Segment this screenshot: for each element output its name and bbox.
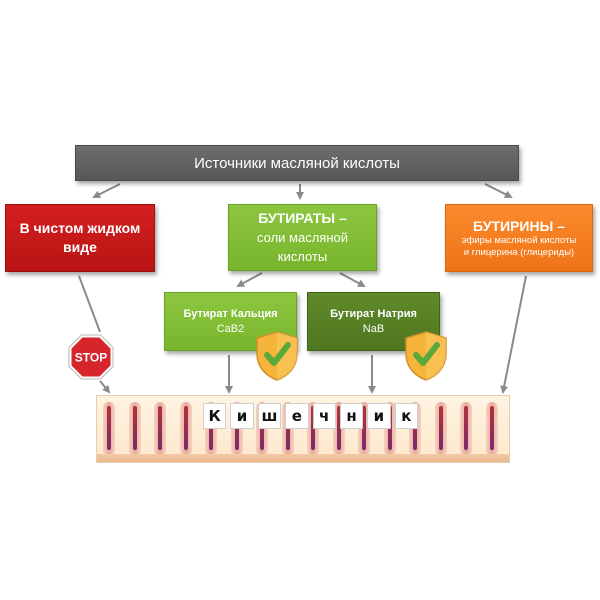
villus xyxy=(460,402,472,454)
intestine-letter: К xyxy=(203,403,227,429)
intestine-word: К и ш е ч н и к xyxy=(203,403,418,429)
intestine-base xyxy=(97,454,509,462)
sodium-butyrate-formula: NaB xyxy=(362,322,385,335)
villus xyxy=(154,402,166,454)
arrow-butyrates-to-calcium xyxy=(236,272,263,287)
pure-liquid-label: В чистом жидком виде xyxy=(19,220,141,255)
calcium-butyrate-title: Бутират Кальция xyxy=(183,307,278,320)
butyrates-subtitle: соли масляной кислоты xyxy=(256,230,348,264)
sources-box: Источники масляной кислоты xyxy=(75,145,519,181)
butyrins-subtitle: эфиры масляной кислоты и глицерина (глиц… xyxy=(461,235,577,258)
villus-core xyxy=(362,406,366,450)
intestine-letter: к xyxy=(394,403,418,429)
arrow-butyrates-to-sodium xyxy=(339,272,366,287)
intestine-letter: ш xyxy=(257,403,282,429)
villus-core xyxy=(336,406,341,450)
stop-sign-label: STOP xyxy=(75,351,107,365)
arrow-butyrins-to-intestine xyxy=(500,275,527,394)
villus xyxy=(103,402,115,454)
intestine-letter: е xyxy=(285,403,309,429)
arrow-top-to-liquid xyxy=(92,183,121,198)
butyrins-title: БУТИРИНЫ – xyxy=(473,218,565,234)
villus xyxy=(128,402,141,454)
intestine-letter: ч xyxy=(312,403,336,429)
villus xyxy=(485,402,498,454)
villus xyxy=(434,402,447,454)
villus-core xyxy=(438,406,443,450)
villus-core xyxy=(183,406,188,450)
pure-liquid-box: В чистом жидком виде xyxy=(5,204,155,272)
villus-core xyxy=(489,406,494,450)
villus xyxy=(179,402,192,454)
arrow-top-to-butyrins xyxy=(484,183,513,198)
shield-check-icon xyxy=(405,331,447,381)
intestine-letter: и xyxy=(367,403,391,429)
sources-box-label: Источники масляной кислоты xyxy=(194,154,400,172)
butyrates-box: БУТИРАТЫ – соли масляной кислоты xyxy=(228,204,377,271)
shield-check-icon xyxy=(256,331,298,381)
intestine-letter: и xyxy=(230,403,254,429)
arrow-liquid-to-stop xyxy=(78,275,101,333)
butyrins-box: БУТИРИНЫ – эфиры масляной кислоты и глиц… xyxy=(445,204,593,272)
intestine-letter: н xyxy=(339,403,364,429)
stop-sign-icon: STOP xyxy=(68,334,114,380)
sodium-butyrate-title: Бутират Натрия xyxy=(330,307,417,320)
arrow-stop-to-intestine xyxy=(99,380,111,394)
villus-core xyxy=(464,406,468,450)
villus-core xyxy=(107,406,111,450)
butyrates-title: БУТИРАТЫ – xyxy=(258,210,347,226)
calcium-butyrate-formula: CaB2 xyxy=(216,322,245,335)
villus-core xyxy=(132,406,137,450)
villus-core xyxy=(158,406,162,450)
